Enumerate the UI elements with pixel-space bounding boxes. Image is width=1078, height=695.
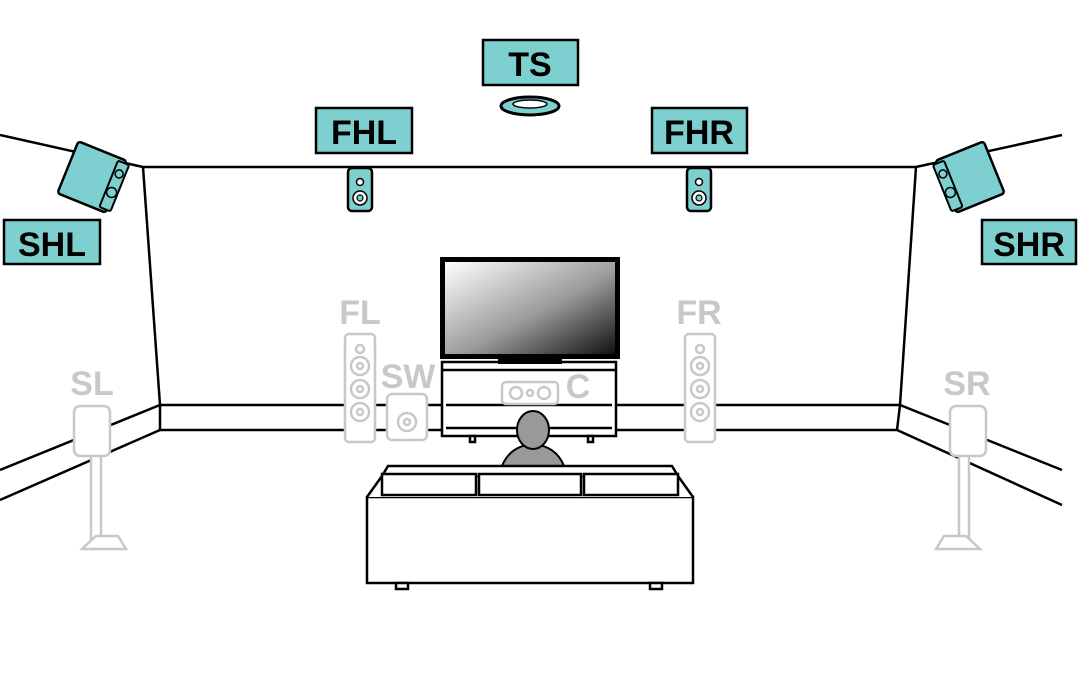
label-fhr: FHR bbox=[650, 106, 749, 155]
label-shl: SHL bbox=[2, 218, 102, 266]
speaker-fhr-icon bbox=[685, 166, 713, 213]
speaker-sl-icon bbox=[72, 404, 129, 551]
speaker-ts-icon bbox=[499, 95, 561, 117]
speaker-fhl-icon bbox=[346, 166, 374, 213]
label-fhl: FHL bbox=[314, 106, 414, 155]
tv-icon bbox=[440, 257, 620, 364]
svg-text:FHR: FHR bbox=[664, 114, 734, 152]
listener-icon bbox=[500, 410, 566, 467]
speaker-c-icon bbox=[500, 380, 560, 406]
label-shr: SHR bbox=[980, 218, 1078, 266]
speaker-shr-icon bbox=[932, 140, 1005, 214]
speaker-shl-icon bbox=[57, 140, 130, 214]
label-c: C bbox=[566, 368, 591, 406]
label-sw: SW bbox=[381, 358, 437, 396]
sofa bbox=[365, 464, 695, 591]
label-ts: TS bbox=[481, 38, 580, 87]
svg-text:TS: TS bbox=[508, 46, 551, 84]
svg-text:SHL: SHL bbox=[18, 226, 86, 264]
speaker-sr-icon bbox=[933, 404, 988, 551]
subwoofer-icon bbox=[385, 392, 429, 442]
svg-text:FHL: FHL bbox=[331, 114, 397, 152]
label-fl: FL bbox=[339, 294, 381, 332]
label-sr: SR bbox=[943, 365, 990, 403]
svg-text:SHR: SHR bbox=[993, 226, 1065, 264]
label-fr: FR bbox=[676, 294, 721, 332]
label-sl: SL bbox=[70, 365, 113, 403]
speaker-fr-icon bbox=[683, 332, 717, 444]
speaker-fl-icon bbox=[343, 332, 377, 444]
